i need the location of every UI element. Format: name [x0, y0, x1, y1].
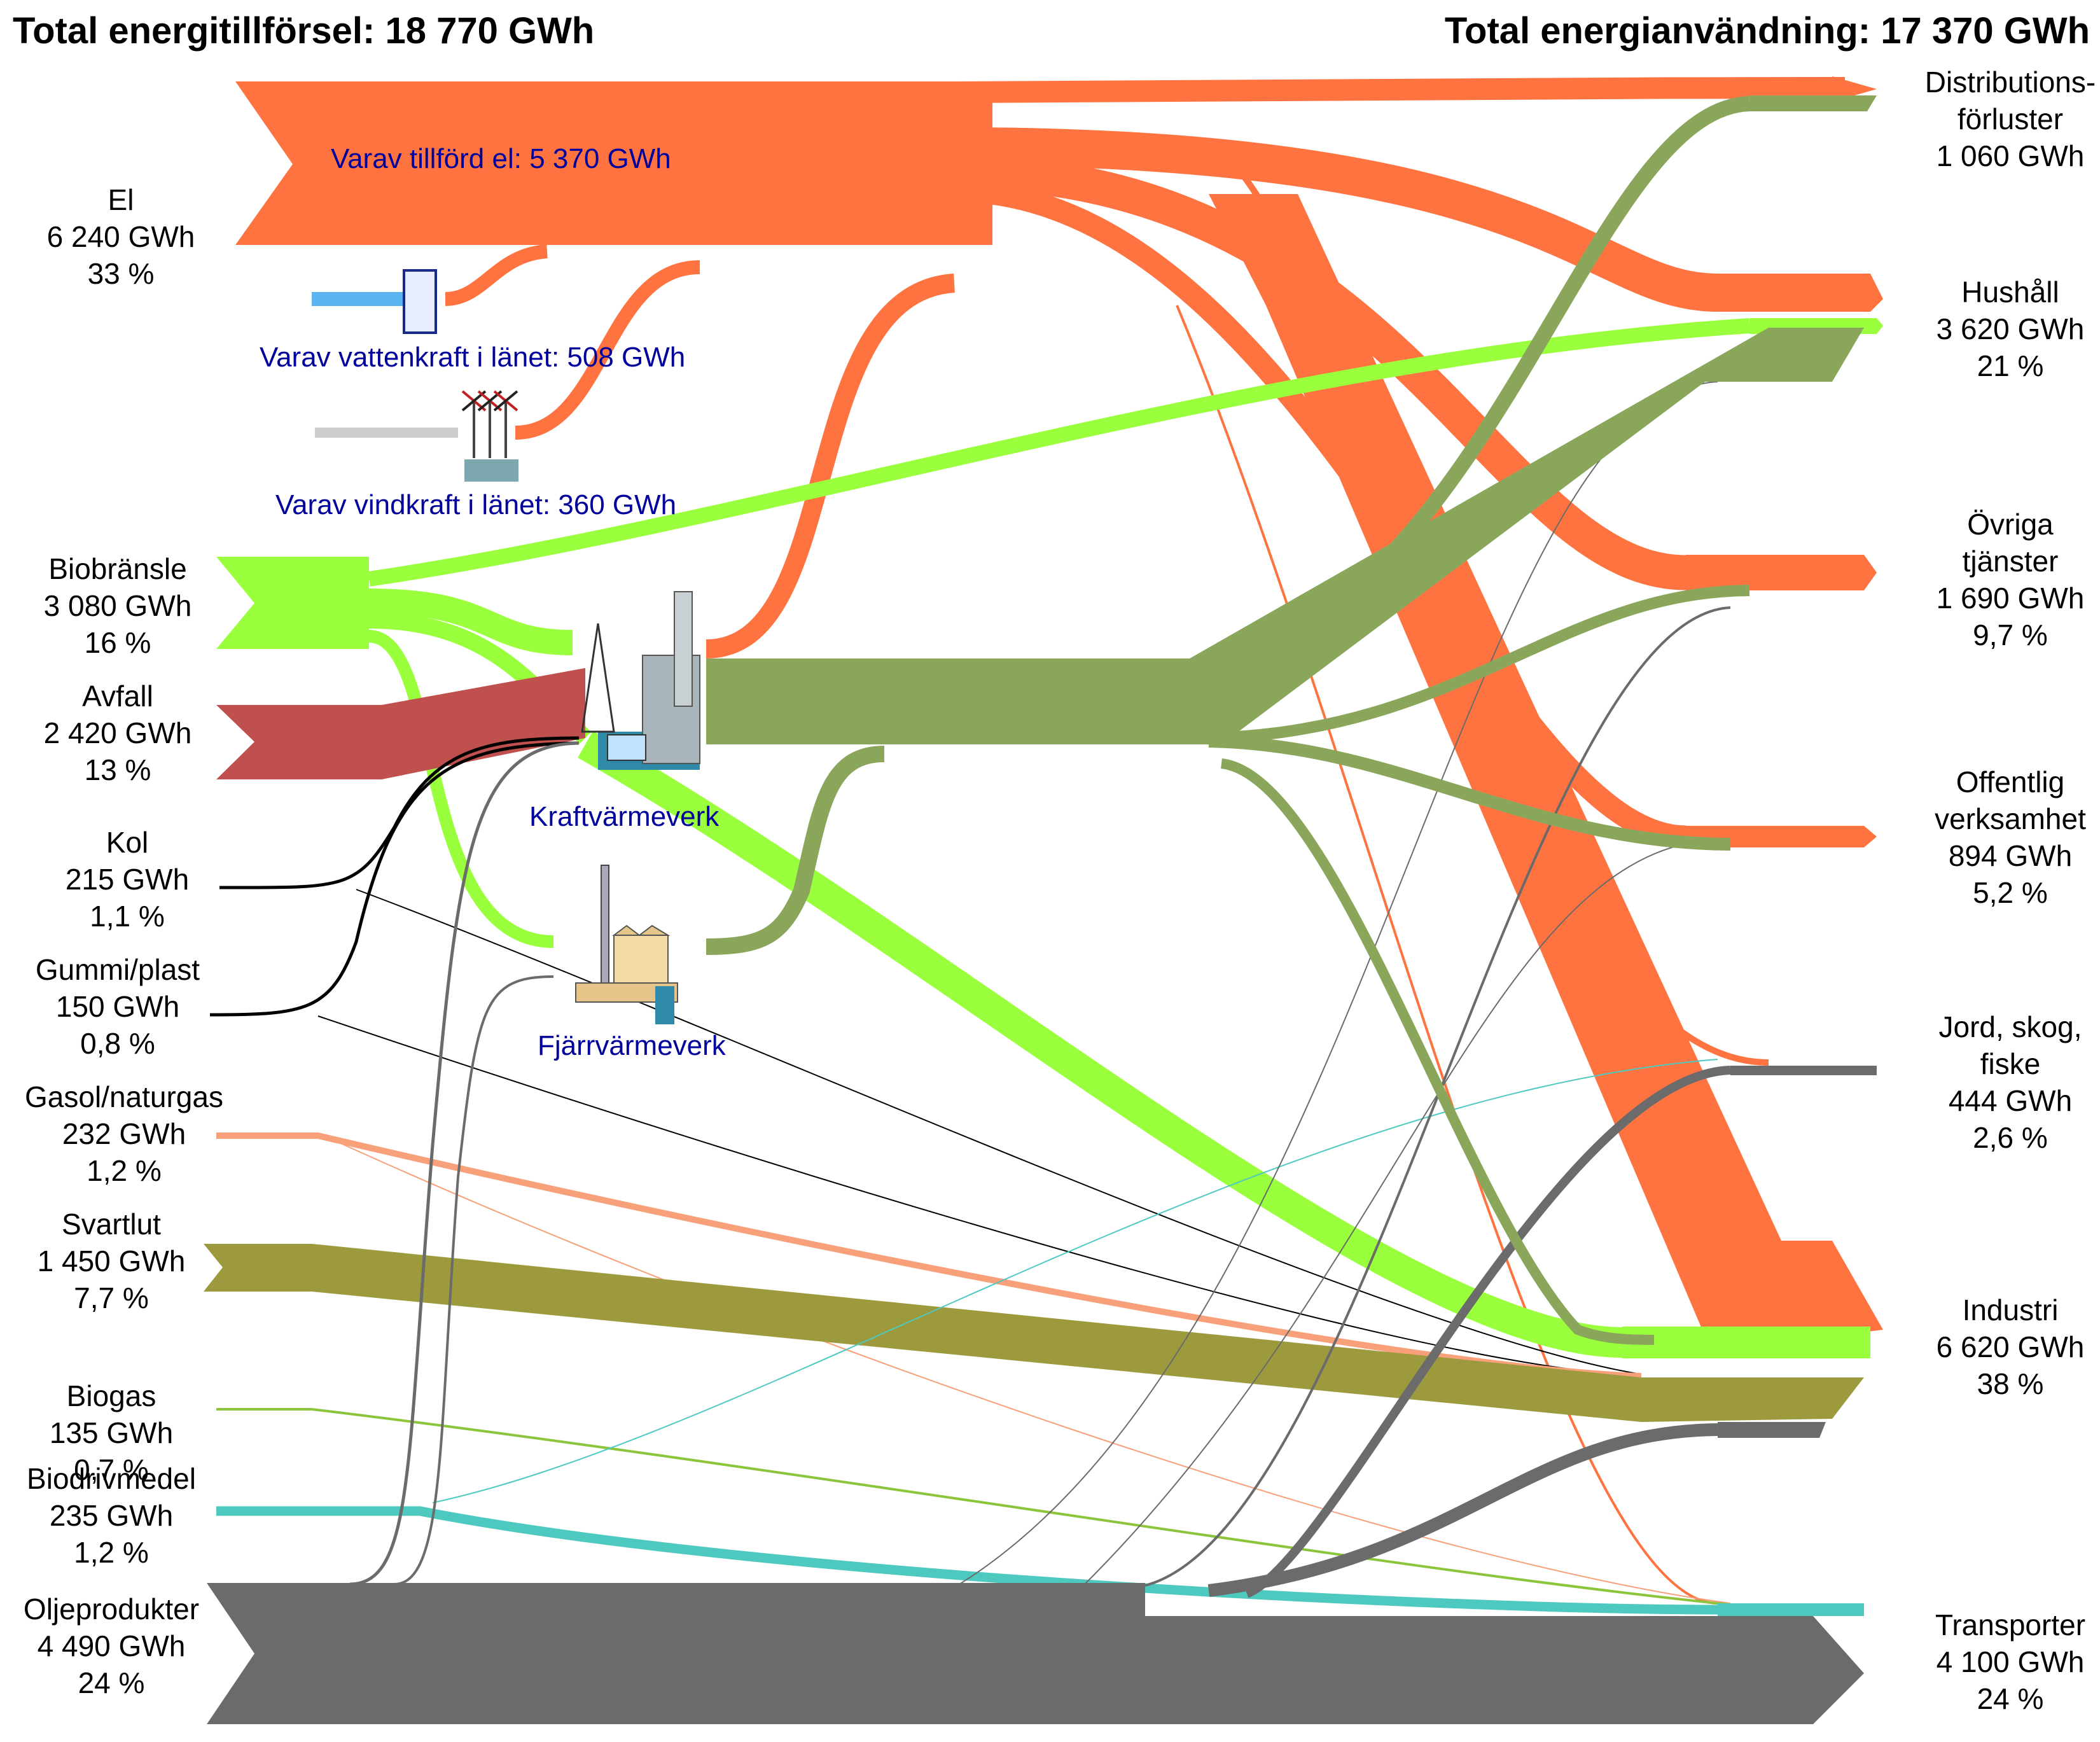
el-source-band [235, 81, 992, 245]
flow-olja-jord [1245, 1066, 1731, 1598]
flow-el-chp [706, 274, 956, 658]
flow-heat-offentlig [1208, 735, 1731, 851]
arrow-bio-industri [1622, 1327, 1870, 1358]
flow-el-distr [954, 77, 1846, 103]
flow-gummi-industri [317, 1015, 1642, 1376]
flow-svartlut-industri [204, 1244, 1864, 1422]
flow-kol-industri [356, 889, 1642, 1375]
biobransle-source-band [216, 557, 369, 649]
oljeprodukter-source-band [207, 1583, 1864, 1724]
flow-olja-industri [1207, 1423, 1718, 1597]
flow-fjarr-heat [706, 746, 885, 955]
arrow-olja-industri [1718, 1422, 1826, 1438]
flow-heat-hushall [706, 328, 1864, 744]
district-heating-label: Fjärrvärmeverk [538, 1030, 727, 1061]
flow-bio-industri [578, 731, 1623, 1358]
arrow-hushall [1718, 274, 1883, 312]
wind-turbines-icon [461, 390, 518, 482]
flow-biodriv-jord [432, 1059, 1718, 1503]
flow-olja-fjarr [394, 975, 554, 1585]
el-supplied-annotation: Varav tillförd el: 5 370 GWh [331, 143, 671, 174]
flow-layer [204, 76, 1883, 1724]
flow-el-industri [1209, 194, 1883, 1336]
hydro-annotation: Varav vattenkraft i länet: 508 GWh [260, 342, 685, 373]
chp-label: Kraftvärmeverk [529, 801, 720, 832]
icon-layer [403, 269, 700, 1024]
flow-olja-ovriga [1144, 606, 1731, 1587]
flow-bio-fjarr [368, 630, 554, 948]
flow-bio-chp [368, 589, 573, 655]
total-supply-title: Total energitillförsel: 18 770 GWh [13, 10, 594, 52]
arrow-biodriv [1718, 1603, 1864, 1616]
arrow-olja-jord [1730, 1066, 1877, 1075]
flow-gasol-transporter [330, 1138, 1731, 1604]
flow-heat-ovriga [1208, 585, 1750, 744]
flow-heat-distr [1207, 96, 1750, 676]
flow-wind-el [515, 260, 700, 440]
flow-hydro-el [445, 244, 548, 306]
avfall-source-band [216, 668, 585, 779]
flow-gummi-chp [209, 741, 580, 1017]
arrow-heat-distr [1749, 95, 1877, 111]
wind-annotation: Varav vindkraft i länet: 360 GWh [275, 489, 676, 520]
district-heating-plant-icon [575, 865, 678, 1024]
chp-plant-icon [581, 591, 700, 770]
flow-heat-industri [1220, 758, 1655, 1345]
arrow-ovriga [1686, 555, 1877, 590]
total-use-title: Total energianvändning: 17 370 GWh [1445, 10, 2090, 52]
flow-olja-offentlig [1081, 839, 1718, 1588]
hydro-plant-icon [403, 269, 437, 334]
arrow-offentlig [1686, 826, 1877, 847]
flow-olja-chp [349, 741, 580, 1586]
flow-el-hushall [954, 127, 1718, 312]
